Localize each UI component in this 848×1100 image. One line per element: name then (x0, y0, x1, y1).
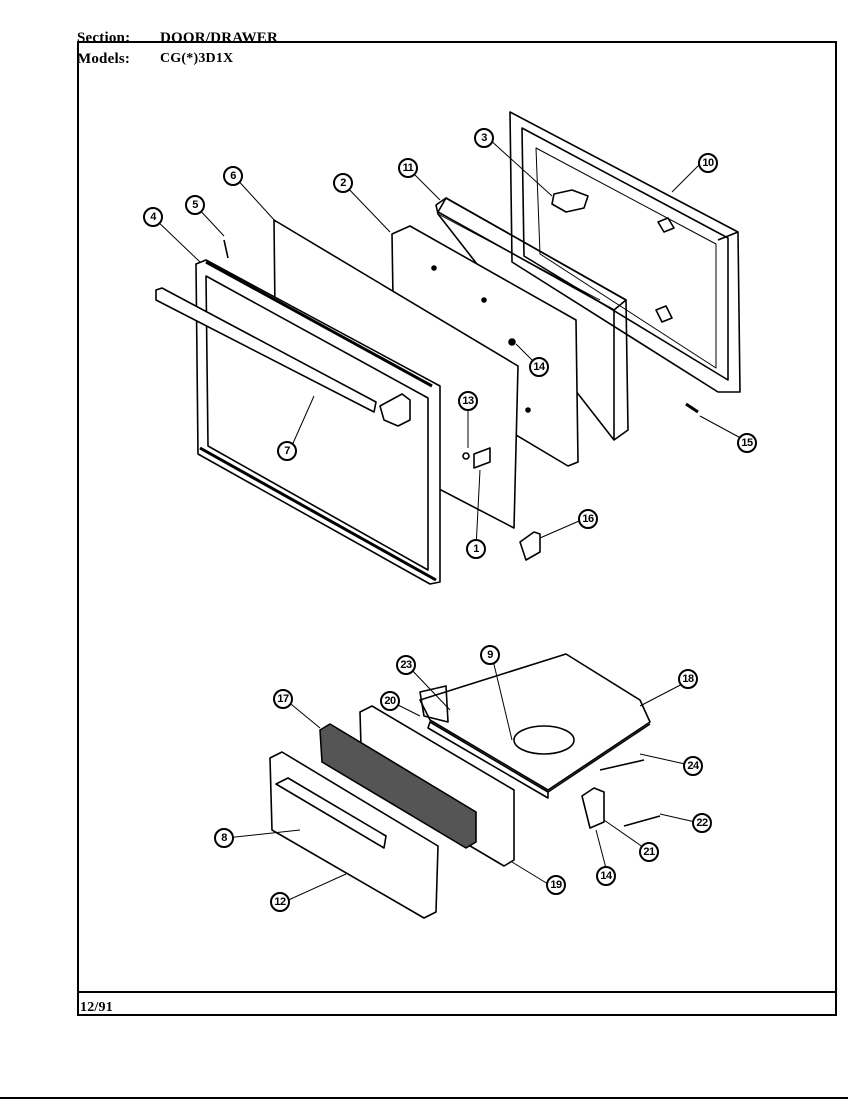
door-insulation (435, 197, 629, 441)
door-handle (155, 287, 411, 427)
callout-11: 11 (398, 158, 418, 178)
callout-6: 6 (223, 166, 243, 186)
callout-7: 7 (277, 441, 297, 461)
door-label (473, 447, 491, 469)
drawer-rail-23 (623, 815, 661, 827)
page-bottom-rule (0, 1097, 848, 1099)
callout-10: 10 (698, 153, 718, 173)
models-label: Models: (77, 51, 131, 67)
drawer-body (419, 653, 651, 799)
callout-14-door: 14 (529, 357, 549, 377)
callout-5: 5 (185, 195, 205, 215)
footer-divider (77, 991, 837, 993)
door-clip (462, 452, 470, 460)
callout-22: 23 (396, 655, 416, 675)
callout-19: 19 (546, 875, 566, 895)
callout-20: 20 (380, 691, 400, 711)
callout-17: 17 (273, 689, 293, 709)
callout-1: 1 (466, 539, 486, 559)
footer-date: 12/91 (80, 1000, 113, 1015)
drawer-rail-24 (599, 759, 645, 771)
callout-13: 13 (458, 391, 478, 411)
callout-24: 24 (683, 756, 703, 776)
callout-18: 18 (678, 669, 698, 689)
callout-2: 2 (333, 173, 353, 193)
inner-door-liner (509, 111, 741, 393)
liner-screw (508, 338, 516, 346)
models-value: CG(*)3D1X (160, 51, 234, 66)
diagram-frame (77, 41, 837, 1016)
leader-lines (153, 137, 749, 903)
callout-21: 21 (639, 842, 659, 862)
drawer-outer-front (269, 751, 439, 919)
callout-12: 12 (270, 892, 290, 912)
door-screw (223, 239, 229, 259)
callout-14-drawer: 14 (596, 866, 616, 886)
door-bracket (519, 531, 541, 561)
drawer-insulation (319, 723, 477, 849)
callout-15: 15 (737, 433, 757, 453)
callout-16: 16 (578, 509, 598, 529)
callout-3: 3 (474, 128, 494, 148)
drawer-roller-bracket (581, 787, 605, 829)
door-bumper (685, 402, 699, 414)
callout-23: 22 (692, 813, 712, 833)
callout-4: 4 (143, 207, 163, 227)
callout-8: 8 (214, 828, 234, 848)
callout-9: 9 (480, 645, 500, 665)
